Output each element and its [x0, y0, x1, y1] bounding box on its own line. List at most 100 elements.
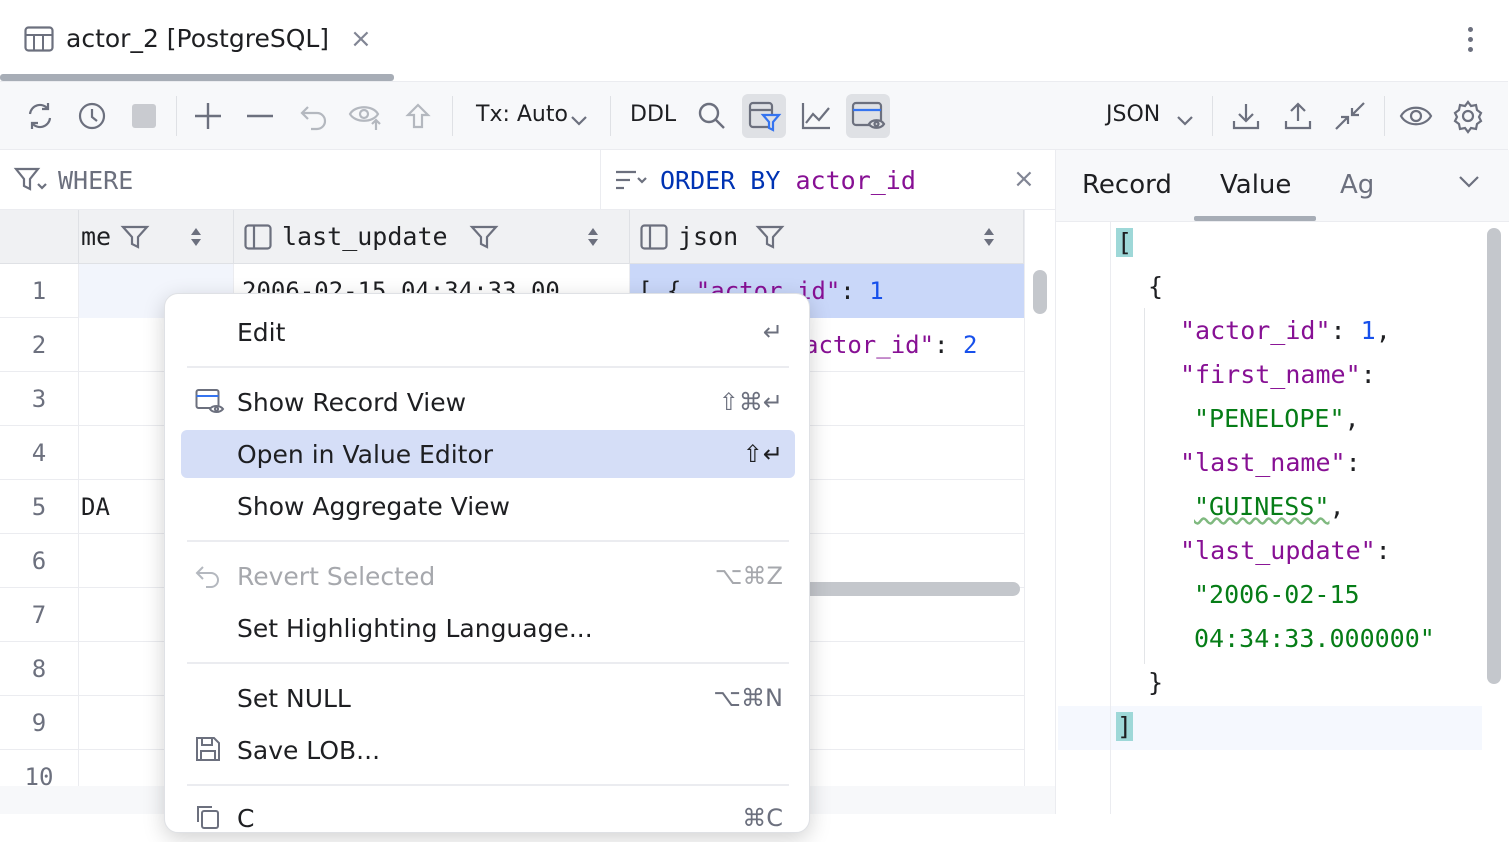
- json-brace: {: [1148, 272, 1164, 301]
- format-dropdown[interactable]: JSON: [1106, 102, 1161, 127]
- undo-icon: [195, 562, 223, 594]
- menu-item-label: Save LOB...: [237, 736, 381, 765]
- menu-item-shortcut: ↵: [762, 318, 783, 346]
- menu-item-label: Set NULL: [237, 684, 351, 713]
- sort-toggle-icon[interactable]: [189, 226, 203, 252]
- menu-item-show-aggregate-view[interactable]: Show Aggregate View: [181, 482, 795, 530]
- menu-item-copy[interactable]: C ⌘C: [181, 794, 795, 842]
- menu-item-edit[interactable]: Edit ↵: [181, 308, 795, 356]
- menu-item-label: C: [237, 804, 255, 833]
- add-row-icon[interactable]: [186, 94, 230, 138]
- row-number: 8: [0, 642, 79, 696]
- column-name: last_update: [282, 222, 448, 251]
- column-header-last-update[interactable]: last_update: [234, 210, 630, 264]
- rownum-header: [0, 210, 79, 264]
- row-number: 4: [0, 426, 79, 480]
- json-punct: ,: [1344, 404, 1360, 433]
- close-icon[interactable]: ×: [1013, 164, 1035, 194]
- tab-aggregate[interactable]: Ag: [1340, 170, 1375, 200]
- column-icon: [640, 224, 668, 254]
- history-icon[interactable]: [70, 94, 114, 138]
- json-bracket: [: [1116, 228, 1134, 257]
- filter-icon[interactable]: [120, 224, 150, 254]
- horizontal-scrollbar[interactable]: [790, 582, 1020, 596]
- menu-item-save-lob[interactable]: Save LOB...: [181, 726, 795, 774]
- json-value-editor[interactable]: [ { "actor_id": 1, "first_name": "PENELO…: [1056, 222, 1509, 814]
- row-number: 7: [0, 588, 79, 642]
- json-value: 04:34:33.000000": [1194, 624, 1435, 653]
- more-vertical-icon[interactable]: [1460, 24, 1480, 58]
- column-header-json[interactable]: json: [630, 210, 1024, 264]
- json-value: "PENELOPE": [1194, 404, 1345, 433]
- menu-item-label: Show Record View: [237, 388, 467, 417]
- json-value: 2: [962, 331, 978, 359]
- column-icon: [244, 224, 272, 254]
- sort-toggle-icon[interactable]: [982, 226, 996, 252]
- copy-icon: [195, 804, 221, 834]
- json-value: "GUINESS": [1194, 492, 1330, 521]
- menu-item-label: Show Aggregate View: [237, 492, 510, 521]
- menu-item-label: Revert Selected: [237, 562, 436, 591]
- json-key: "first_name": [1180, 360, 1361, 389]
- menu-item-open-in-value-editor[interactable]: Open in Value Editor ⇧↵: [181, 430, 795, 478]
- filter-icon[interactable]: [755, 224, 785, 254]
- json-fragment: :: [840, 277, 870, 305]
- vertical-scrollbar[interactable]: [1487, 228, 1501, 684]
- save-icon: [195, 736, 221, 766]
- sort-icon: [614, 168, 648, 198]
- menu-item-shortcut: ⌥⌘Z: [714, 562, 783, 590]
- chevron-down-icon[interactable]: [1458, 174, 1480, 193]
- order-by-input[interactable]: ORDER BY actor_id: [660, 166, 916, 195]
- value-view-icon[interactable]: [846, 94, 890, 138]
- download-icon[interactable]: [1224, 94, 1268, 138]
- close-icon[interactable]: ×: [350, 24, 372, 54]
- row-number: 1: [0, 264, 79, 318]
- tab-title: actor_2 [PostgreSQL]: [66, 24, 330, 53]
- delete-row-icon[interactable]: [238, 94, 282, 138]
- value-panel: Record Value Ag [ { "actor_id": 1, "firs…: [1055, 150, 1509, 814]
- record-view-icon: [195, 388, 225, 420]
- reload-icon[interactable]: [18, 94, 62, 138]
- tab-actor-2[interactable]: actor_2 [PostgreSQL] ×: [0, 0, 394, 82]
- submit-icon[interactable]: [396, 94, 440, 138]
- filter-toggle-icon[interactable]: [742, 94, 786, 138]
- tab-record[interactable]: Record: [1082, 170, 1172, 200]
- eye-icon[interactable]: [1394, 94, 1438, 138]
- ddl-button[interactable]: DDL: [630, 102, 677, 127]
- filter-row: WHERE ORDER BY actor_id ×: [0, 150, 1055, 210]
- search-icon[interactable]: [690, 94, 734, 138]
- chevron-down-icon: [1176, 112, 1194, 131]
- row-number: 6: [0, 534, 79, 588]
- tab-value[interactable]: Value: [1220, 170, 1292, 200]
- compare-icon[interactable]: [1328, 94, 1372, 138]
- filter-icon[interactable]: [469, 224, 499, 254]
- menu-item-label: Open in Value Editor: [237, 440, 494, 469]
- menu-item-show-record-view[interactable]: Show Record View ⇧⌘↵: [181, 378, 795, 426]
- menu-item-revert-selected[interactable]: Revert Selected ⌥⌘Z: [181, 552, 795, 600]
- column-header-first-name[interactable]: me: [79, 210, 234, 264]
- tx-mode-dropdown[interactable]: Tx: Auto: [476, 102, 568, 127]
- table-cell[interactable]: actor_id": 2: [630, 318, 1024, 372]
- vertical-scrollbar[interactable]: [1033, 270, 1047, 314]
- chevron-down-icon: [570, 112, 588, 131]
- sort-toggle-icon[interactable]: [586, 226, 600, 252]
- json-key: "last_update": [1180, 536, 1376, 565]
- row-number: 5: [0, 480, 79, 534]
- where-label: WHERE: [58, 166, 134, 195]
- active-tab-indicator: [0, 74, 394, 81]
- editor-gutter: [1110, 222, 1111, 814]
- menu-item-label: Edit: [237, 318, 286, 347]
- panel-tab-bar: Record Value Ag: [1056, 150, 1509, 222]
- json-punct: :: [1360, 360, 1376, 389]
- stop-icon[interactable]: [122, 94, 166, 138]
- undo-icon[interactable]: [292, 94, 336, 138]
- where-filter-input[interactable]: WHERE: [0, 150, 601, 210]
- gear-icon[interactable]: [1446, 94, 1490, 138]
- chart-icon[interactable]: [794, 94, 838, 138]
- menu-item-set-highlighting-language[interactable]: Set Highlighting Language...: [181, 604, 795, 652]
- menu-item-shortcut: ⌘C: [742, 804, 783, 832]
- menu-item-set-null[interactable]: Set NULL ⌥⌘N: [181, 674, 795, 722]
- upload-icon[interactable]: [1276, 94, 1320, 138]
- context-menu: Edit ↵ Show Record View ⇧⌘↵ Open in Valu…: [164, 293, 810, 833]
- preview-changes-icon[interactable]: [344, 94, 388, 138]
